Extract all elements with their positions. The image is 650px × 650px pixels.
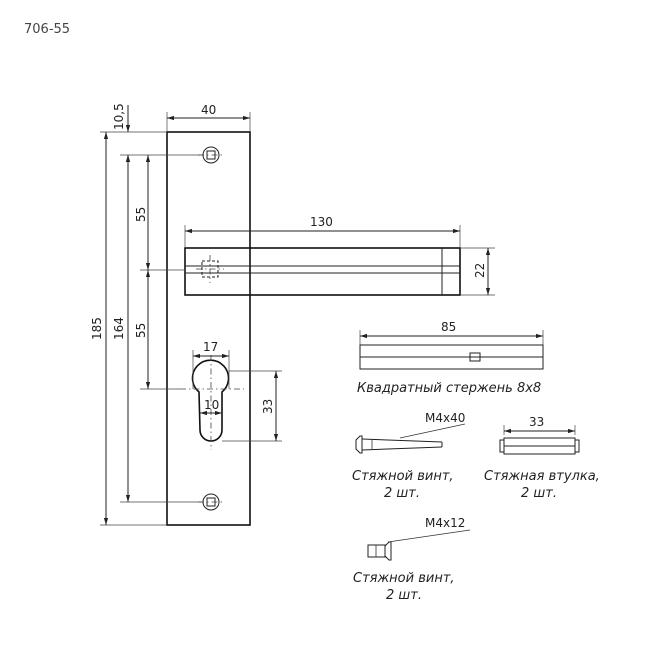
dim-plate-width: 40 (166, 103, 251, 132)
dim-cylinder-width: 17 (192, 340, 230, 389)
short-screw-size-label: М4х12 (425, 516, 465, 530)
dim-overall-height-label: 185 (90, 317, 104, 340)
dim-handle-height-label: 22 (473, 263, 487, 278)
sleeve-qty: 2 шт. (521, 486, 557, 501)
square-spindle: 85 Квадратный стержень 8х8 (357, 320, 544, 396)
dim-cylinder-height-label: 33 (261, 399, 275, 414)
plate-outline (166, 131, 251, 526)
spindle-caption: Квадратный стержень 8х8 (357, 381, 541, 396)
short-screw-qty: 2 шт. (386, 588, 422, 603)
long-screw-size-label: М4х40 (425, 411, 465, 425)
long-screw: М4х40 Стяжной винт, 2 шт. (352, 411, 465, 501)
dim-upper-55-label: 55 (134, 207, 148, 222)
dim-sleeve-length-label: 33 (529, 415, 544, 429)
dim-top-offset-label: 10,5 (112, 103, 126, 130)
door-plate (166, 131, 251, 526)
dim-cylinder-slot-label: 10 (204, 398, 219, 412)
dim-spindle-length-label: 85 (441, 320, 456, 334)
dim-screw-spacing-label: 164 (112, 317, 126, 340)
dim-cylinder-slot: 10 (200, 398, 222, 416)
short-screw-caption: Стяжной винт, (353, 571, 455, 586)
dim-lower-55: 55 (134, 270, 180, 390)
lever-handle (184, 247, 461, 296)
drawing-code: 706-55 (24, 22, 70, 37)
handle-body (184, 247, 461, 296)
sleeve-caption: Стяжная втулка, (484, 469, 600, 484)
dim-top-offset: 10,5 (100, 103, 204, 175)
dim-cylinder-width-label: 17 (203, 340, 218, 354)
dim-cylinder-height: 33 (222, 370, 282, 442)
connecting-sleeve: 33 Стяжная втулка, 2 шт. (484, 415, 600, 501)
cylinder-keyhole (180, 355, 244, 450)
dim-screw-spacing: 164 (112, 155, 204, 503)
dim-overall-height: 185 (90, 132, 167, 526)
dim-upper-55: 55 (134, 155, 185, 271)
short-screw: М4х12 Стяжной винт, 2 шт. (353, 516, 471, 603)
dim-handle-length-label: 130 (310, 215, 333, 229)
long-screw-qty: 2 шт. (384, 486, 420, 501)
long-screw-caption: Стяжной винт, (352, 469, 454, 484)
dim-handle-length: 130 (184, 215, 461, 248)
dim-plate-width-label: 40 (201, 103, 216, 117)
dim-lower-55-label: 55 (134, 323, 148, 338)
dim-handle-height: 22 (460, 247, 495, 296)
